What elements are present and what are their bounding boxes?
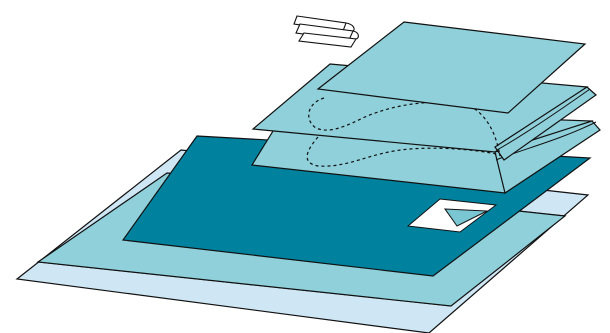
adhesive-strips-icon [294,16,358,47]
